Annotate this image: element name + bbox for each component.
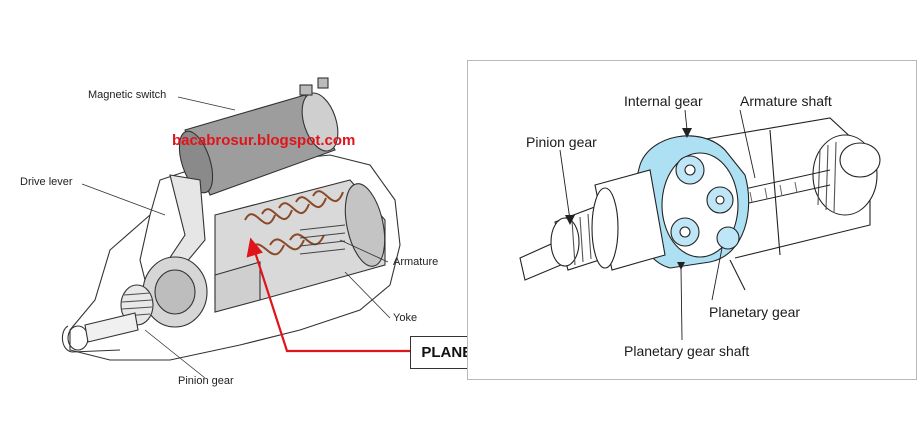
label-yoke: Yoke — [393, 312, 418, 324]
label-planetary-gear-shaft: Planetary gear shaft — [624, 343, 750, 359]
label-drive-lever: Drive lever — [20, 176, 73, 188]
label-internal-gear: Internal gear — [624, 93, 703, 109]
label-armature: Armature — [393, 256, 439, 268]
label-pinion-gear-right: Pinion gear — [526, 134, 597, 150]
label-magnetic-switch: Magnetic switch — [88, 89, 167, 101]
watermark-text: bacabrosur.blogspot.com — [172, 132, 356, 149]
label-armature-shaft: Armature shaft — [740, 93, 832, 109]
label-pinion-gear-left: Pinion gear — [178, 375, 234, 387]
starter-motor-cutaway-drawing — [61, 77, 410, 379]
label-planetary-gear: Planetary gear — [709, 304, 801, 320]
